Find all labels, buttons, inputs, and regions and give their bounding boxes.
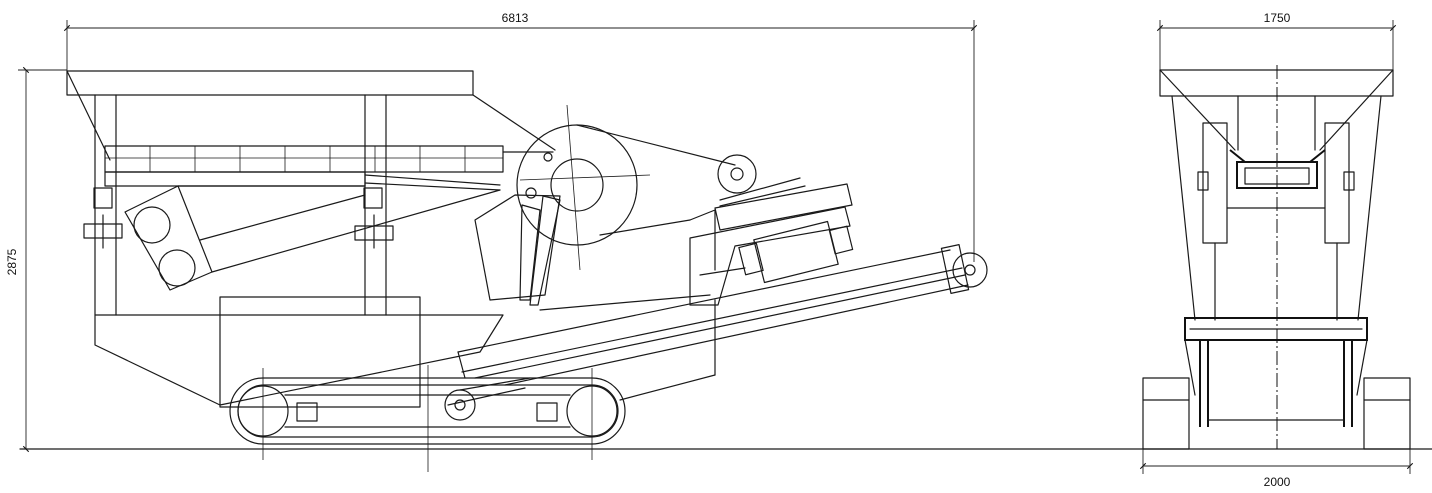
- drive-pulley: [717, 154, 757, 194]
- feeder-drive: [124, 185, 501, 291]
- crawler-track: [229, 377, 626, 445]
- crusher-chamber: [474, 187, 716, 311]
- left-track: [1142, 377, 1190, 450]
- motor-mount: [689, 183, 854, 306]
- crusher-flywheel: [516, 104, 736, 271]
- front-view: 1750 2000: [1139, 11, 1414, 489]
- top-width-dimension-label: 1750: [1264, 11, 1291, 25]
- side-view: 6813 2875: [5, 11, 988, 472]
- length-dimension-label: 6813: [502, 11, 529, 25]
- top-width-dimension: 1750: [1156, 11, 1397, 70]
- track-width-dimension: 2000: [1139, 440, 1414, 489]
- right-track: [1363, 377, 1411, 450]
- front-crossbeam: [1184, 317, 1368, 341]
- length-dimension: 6813: [63, 11, 978, 262]
- discharge-conveyor: [457, 244, 988, 401]
- power-unit-box: [219, 296, 421, 408]
- track-width-dimension-label: 2000: [1264, 475, 1291, 489]
- feeder-trough: [1226, 149, 1326, 209]
- screen-deck: [104, 145, 554, 191]
- front-hopper: [1159, 69, 1394, 321]
- height-dimension: 2875: [5, 66, 67, 453]
- hopper-top: [66, 70, 474, 96]
- height-dimension-label: 2875: [5, 248, 19, 275]
